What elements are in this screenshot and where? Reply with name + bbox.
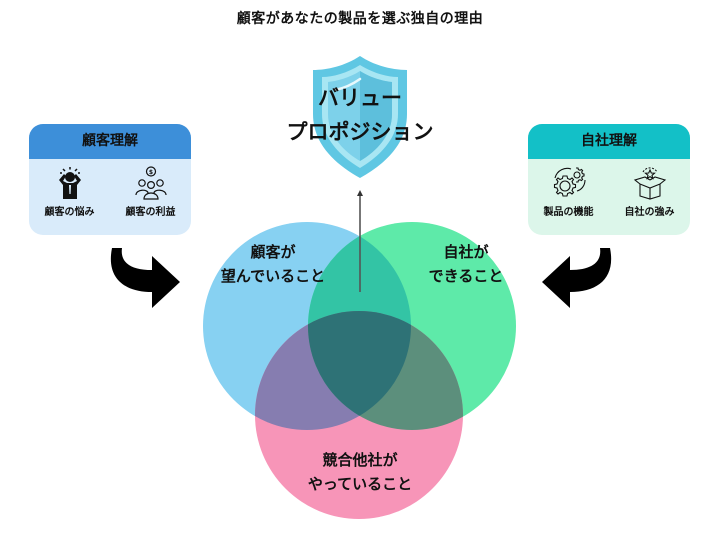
company-can-line1: 自社が bbox=[443, 243, 489, 261]
curved-arrow-right-icon bbox=[110, 248, 180, 308]
box-star-icon bbox=[633, 167, 666, 200]
panel-item-label: 自社の強み bbox=[624, 207, 675, 218]
customer-wants-line2: 望んでいること bbox=[220, 267, 326, 285]
customer-understanding-header: 顧客理解 bbox=[29, 124, 191, 159]
competitor-does-label: 競合他社が やっていること bbox=[280, 448, 440, 496]
gears-icon bbox=[553, 167, 586, 197]
customer-understanding-panel: 顧客理解 顧客の悩み $ bbox=[29, 124, 191, 235]
customer-wants-label: 顧客が 望んでいること bbox=[198, 240, 348, 288]
panel-item-label: 製品の機能 bbox=[543, 207, 594, 218]
company-can-line2: できること bbox=[428, 267, 504, 285]
panel-item-customer-pain: 顧客の悩み bbox=[31, 166, 109, 218]
panel-item-customer-benefit: $ 顧客の利益 bbox=[112, 166, 190, 218]
customer-wants-line1: 顧客が bbox=[250, 243, 296, 261]
stressed-person-icon bbox=[58, 167, 81, 199]
company-can-label: 自社が できること bbox=[406, 240, 526, 288]
panel-item-company-strengths: 自社の強み bbox=[611, 166, 689, 218]
customers-money-icon: $ bbox=[134, 166, 167, 200]
diagram-title: 顧客があなたの製品を選ぶ独自の理由 bbox=[236, 11, 484, 27]
competitor-does-line2: やっていること bbox=[307, 475, 413, 493]
panel-item-label: 顧客の悩み bbox=[44, 207, 95, 218]
company-understanding-panel: 自社理解 製品の機能 bbox=[528, 124, 690, 235]
value-proposition-line2: プロポジション bbox=[286, 120, 434, 144]
shield-icon bbox=[305, 52, 415, 186]
curved-arrow-left-icon bbox=[542, 248, 612, 308]
panel-item-label: 顧客の利益 bbox=[125, 207, 176, 218]
panel-item-product-features: 製品の機能 bbox=[530, 166, 608, 218]
svg-text:$: $ bbox=[148, 169, 152, 176]
competitor-does-line1: 競合他社が bbox=[322, 451, 398, 469]
company-understanding-header: 自社理解 bbox=[528, 124, 690, 159]
value-proposition-line1: バリュー bbox=[318, 86, 402, 110]
value-arrow-head bbox=[357, 190, 363, 196]
